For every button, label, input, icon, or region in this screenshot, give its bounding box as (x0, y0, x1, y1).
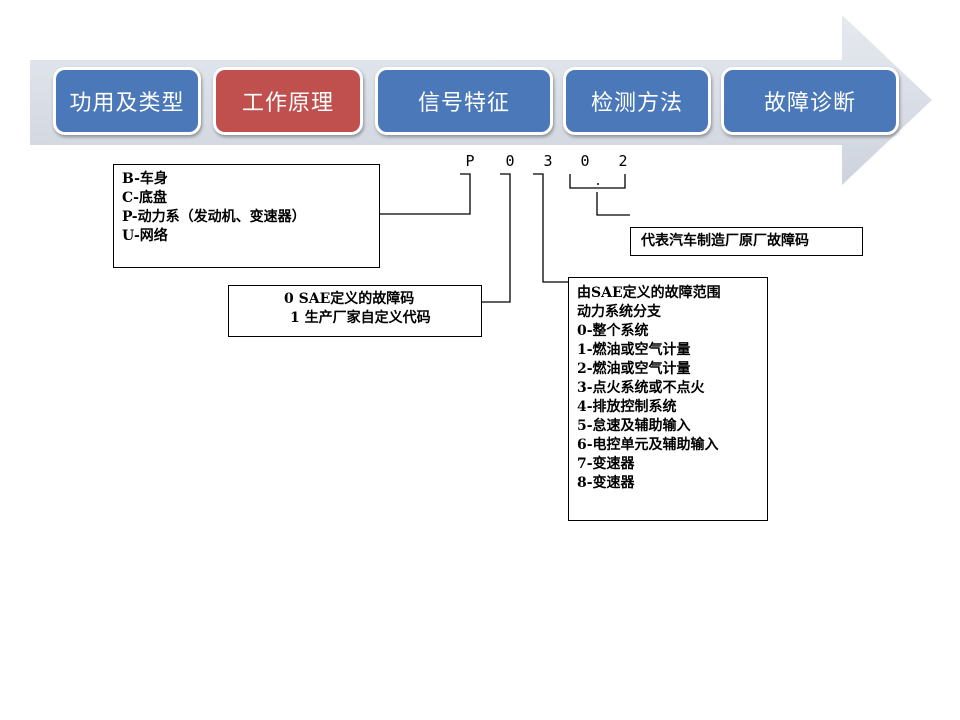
code-type-line: 0 SAE定义的故障码 (284, 291, 415, 307)
tab-function-type[interactable]: 功用及类型 (53, 67, 201, 135)
range-line: 1-燃油或空气计量 (577, 342, 691, 358)
system-box: B-车身 C-底盘 P-动力系（发动机、变速器） U-网络 (113, 164, 380, 268)
range-line: 2-燃油或空气计量 (577, 361, 691, 377)
code-char-system: P (465, 152, 475, 170)
system-line: C-底盘 (122, 190, 167, 206)
system-line: B-车身 (122, 171, 168, 187)
system-line: U-网络 (122, 228, 168, 244)
range-line: 0-整个系统 (577, 323, 649, 339)
range-line: 5-怠速及辅助输入 (577, 418, 691, 434)
range-line: 4-排放控制系统 (577, 399, 677, 415)
code-char-fault-2: 2 (618, 152, 628, 170)
range-box: 由SAE定义的故障范围 动力系统分支 0-整个系统 1-燃油或空气计量 2-燃油… (568, 277, 768, 521)
range-line: 3-点火系统或不点火 (577, 380, 705, 396)
system-line: P-动力系（发动机、变速器） (122, 209, 306, 225)
tab-signal-characteristics[interactable]: 信号特征 (375, 67, 553, 135)
code-char-type: 0 (505, 152, 515, 170)
manufacturer-box: 代表汽车制造厂原厂故障码 (630, 227, 863, 256)
range-line: 6-电控单元及辅助输入 (577, 437, 719, 453)
range-line: 动力系统分支 (577, 304, 661, 320)
range-line: 7-变速器 (577, 456, 635, 472)
manufacturer-line: 代表汽车制造厂原厂故障码 (641, 233, 809, 249)
code-type-box: 0 SAE定义的故障码 1 生产厂家自定义代码 (228, 285, 482, 337)
range-line: 8-变速器 (577, 475, 635, 491)
tab-working-principle[interactable]: 工作原理 (213, 67, 363, 135)
range-line: 由SAE定义的故障范围 (577, 285, 721, 301)
tab-detection-method[interactable]: 检测方法 (563, 67, 711, 135)
code-char-range: 3 (543, 152, 553, 170)
code-char-fault-1: 0 (580, 152, 590, 170)
tab-fault-diagnosis[interactable]: 故障诊断 (721, 67, 899, 135)
code-type-line: 1 生产厂家自定义代码 (290, 310, 431, 326)
